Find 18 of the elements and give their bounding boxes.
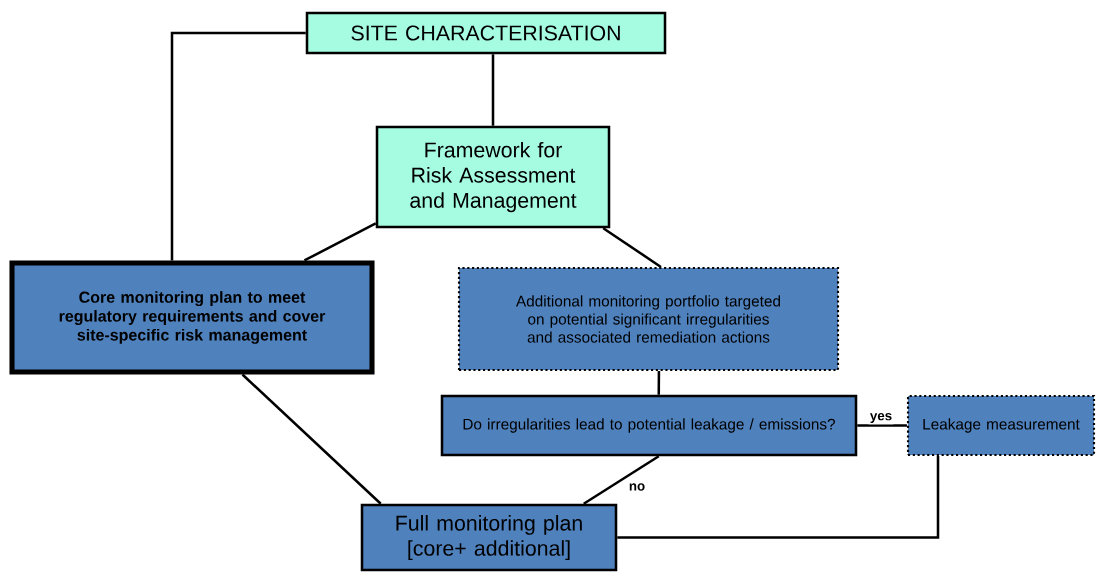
process-box: SITE CHARACTERISATION [305, 11, 667, 55]
connector-line [491, 54, 495, 126]
connector-line [241, 373, 382, 505]
connector-line [617, 456, 940, 539]
process-box: Do irregularities lead to potential leakage / emissions? [440, 394, 858, 457]
connector-line [857, 424, 907, 427]
process-box: Additional monitoring portfolio targeted on potential significant irregularities and associated remediation actions [457, 266, 840, 372]
connector-line [657, 371, 661, 395]
process-box: Full monitoring plan [core+ additional] [360, 503, 618, 572]
process-box: Framework for Risk Assessment and Management [375, 125, 611, 229]
connector-line [583, 455, 660, 505]
connector-line [170, 31, 306, 261]
edge-label: no [627, 482, 647, 492]
connector-line [303, 222, 377, 262]
edge-label: yes [868, 411, 894, 425]
connector-line [602, 227, 662, 268]
process-box: Leakage measurement [906, 394, 1096, 457]
process-box: Core monitoring plan to meet regulatory requirements and cover site-specific risk management [9, 260, 375, 375]
